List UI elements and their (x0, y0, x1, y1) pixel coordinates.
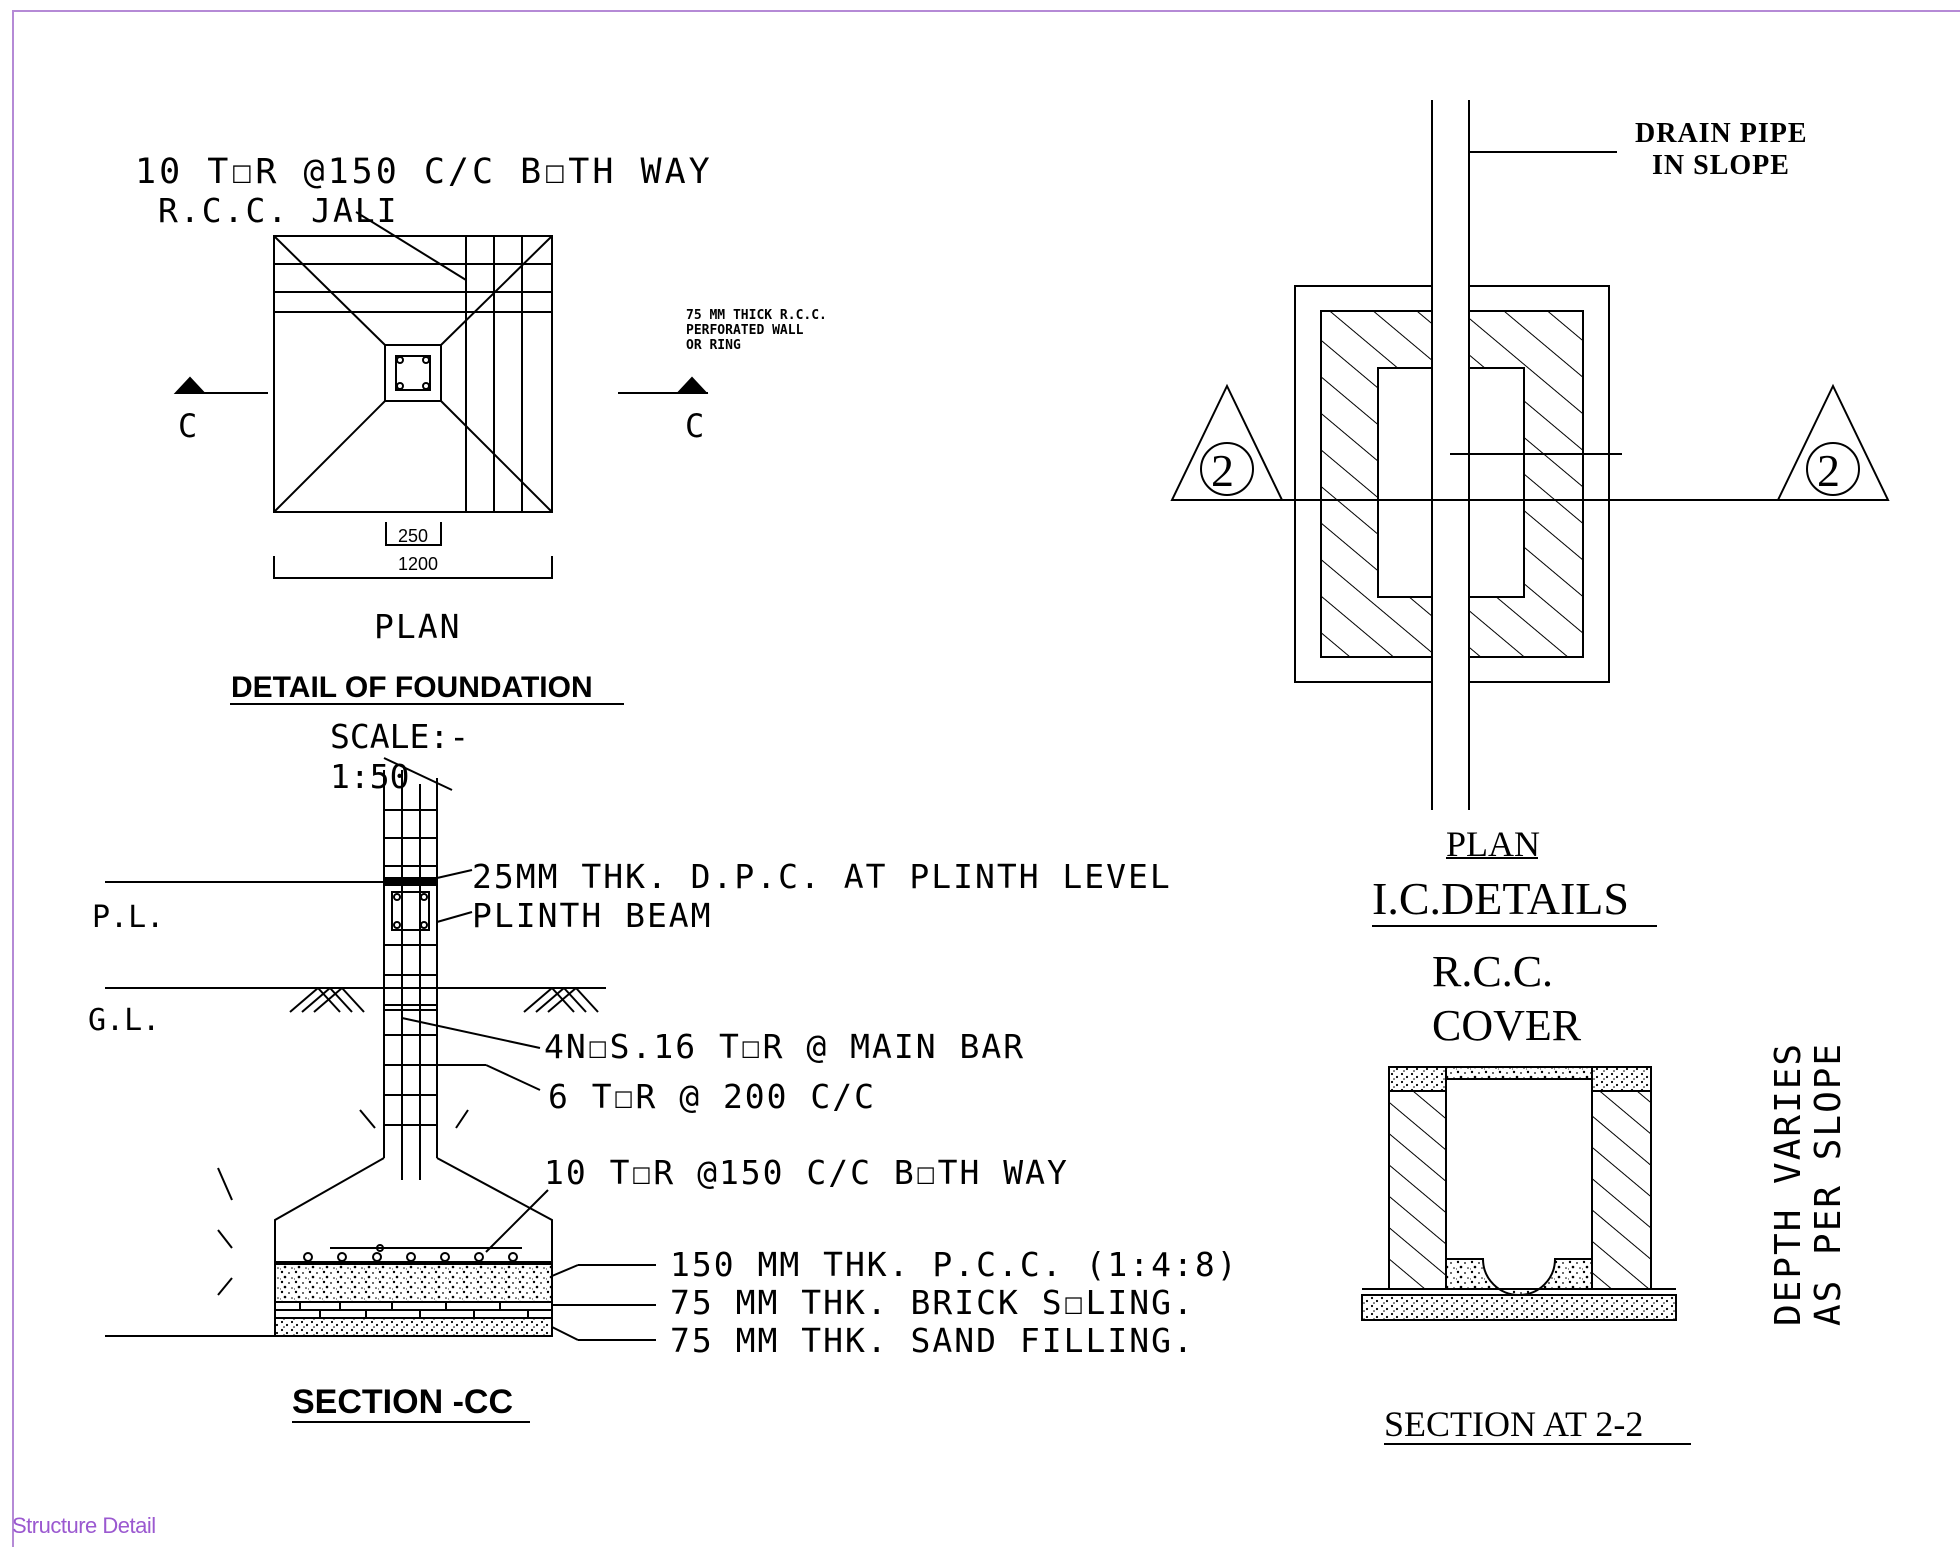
depth-note-2: AS PER SLOPE (1808, 1042, 1849, 1326)
ic-section-mark-left: 2 (1211, 445, 1234, 496)
footing-rebar-note: 10 T☐R @150 C/C B☐TH WAY (544, 1153, 1069, 1192)
stirrup-note: 6 T☐R @ 200 C/C (548, 1077, 876, 1116)
rcc-cover-label-1: R.C.C. (1432, 947, 1553, 996)
scale-value: 1:50 (330, 757, 409, 796)
section-mark-left: C (178, 407, 197, 445)
drain-pipe-label-1: DRAIN PIPE (1635, 118, 1808, 149)
ic-plan-caption: PLAN (1446, 824, 1540, 864)
section-cc-drawing (105, 757, 656, 1423)
plan-rebar-note: 10 T☐R @150 C/C B☐TH WAY (135, 152, 713, 192)
foundation-plan (173, 211, 709, 705)
plan-caption: PLAN (374, 607, 461, 646)
section-mark-right: C (685, 407, 704, 445)
ground-level-label: G.L. (88, 1003, 160, 1038)
ic-plan-text: DRAIN PIPE IN SLOPE 2 2 PLAN I.C.DETAILS… (1211, 118, 1840, 1050)
sand-filling-note: 75 MM THK. SAND FILLING. (670, 1321, 1195, 1360)
plan-jali-label: R.C.C. JALI (158, 191, 399, 230)
section-2-2-title: SECTION AT 2-2 (1384, 1404, 1643, 1444)
ic-plan-drawing (1170, 100, 1890, 1445)
dpc-note: 25MM THK. D.P.C. AT PLINTH LEVEL (472, 857, 1172, 896)
section-cc-text: P.L. G.L. 25MM THK. D.P.C. AT PLINTH LEV… (88, 857, 1239, 1421)
section-cc-title: SECTION -CC (292, 1383, 513, 1421)
plan-wall-note-2: PERFORATED WALL (686, 323, 804, 338)
pcc-note: 150 MM THK. P.C.C. (1:4:8) (670, 1245, 1239, 1284)
main-bar-note: 4N☐S.16 T☐R @ MAIN BAR (544, 1027, 1025, 1066)
plinth-level-label: P.L. (92, 900, 164, 935)
rcc-cover-label-2: COVER (1432, 1001, 1582, 1050)
foundation-plan-text: 10 T☐R @150 C/C B☐TH WAY R.C.C. JALI 75 … (135, 152, 827, 796)
ic-details-title: I.C.DETAILS (1372, 873, 1629, 924)
plan-wall-note-3: OR RING (686, 338, 741, 353)
ic-section-mark-right: 2 (1817, 445, 1840, 496)
scale-label: SCALE:- (330, 717, 469, 756)
drain-pipe-label-2: IN SLOPE (1652, 150, 1790, 181)
footer-label: Structure Detail (12, 1513, 156, 1538)
brick-soling-note: 75 MM THK. BRICK S☐LING. (670, 1283, 1195, 1322)
drawing-frame (12, 10, 1960, 1547)
plan-dim-inner: 250 (398, 526, 428, 546)
ic-section-text: DEPTH VARIES AS PER SLOPE SECTION AT 2-2 (1384, 1042, 1849, 1444)
depth-note-1: DEPTH VARIES (1768, 1042, 1809, 1326)
plan-dim-outer: 1200 (398, 554, 438, 574)
plinth-beam-note: PLINTH BEAM (472, 896, 713, 935)
ic-section-drawing (1361, 1066, 1677, 1321)
plan-wall-note-1: 75 MM THICK R.C.C. (686, 308, 827, 323)
foundation-title: DETAIL OF FOUNDATION (231, 671, 593, 704)
